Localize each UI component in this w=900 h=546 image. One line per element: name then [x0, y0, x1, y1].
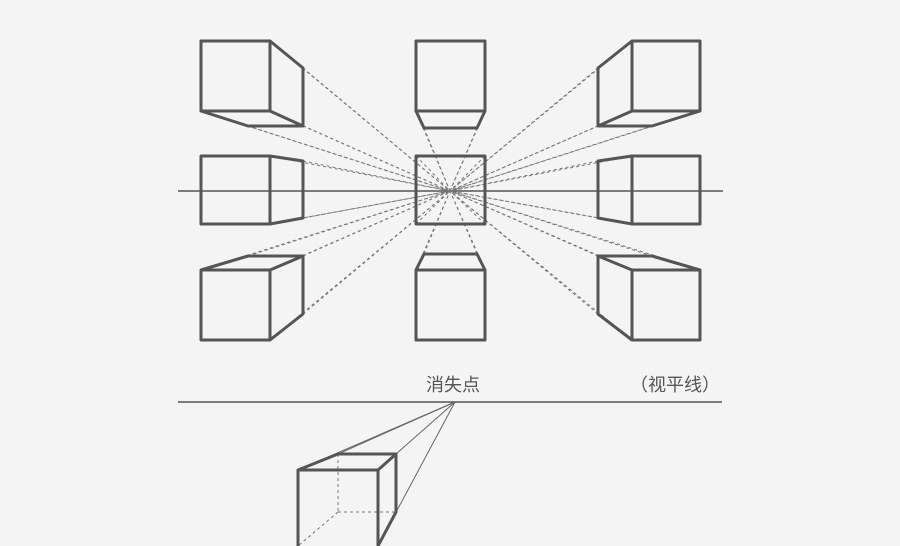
cube-middle-right	[596, 154, 702, 226]
cube-middle-left	[199, 154, 305, 226]
cube-center	[414, 154, 487, 226]
cube-top-middle	[414, 39, 487, 130]
cube-bottom-middle	[414, 252, 487, 342]
cube-top-right	[596, 39, 702, 128]
cubes-upper	[199, 39, 702, 342]
cube-bottom-left	[199, 254, 305, 342]
cube-bottom-right	[596, 254, 702, 342]
horizon-line-label: （视平线）	[630, 375, 720, 396]
vanishing-point-label: 消失点	[426, 375, 480, 396]
cube-lower	[296, 452, 398, 546]
hidden-edges-lower	[297, 454, 396, 546]
cube-top-left	[199, 39, 305, 128]
